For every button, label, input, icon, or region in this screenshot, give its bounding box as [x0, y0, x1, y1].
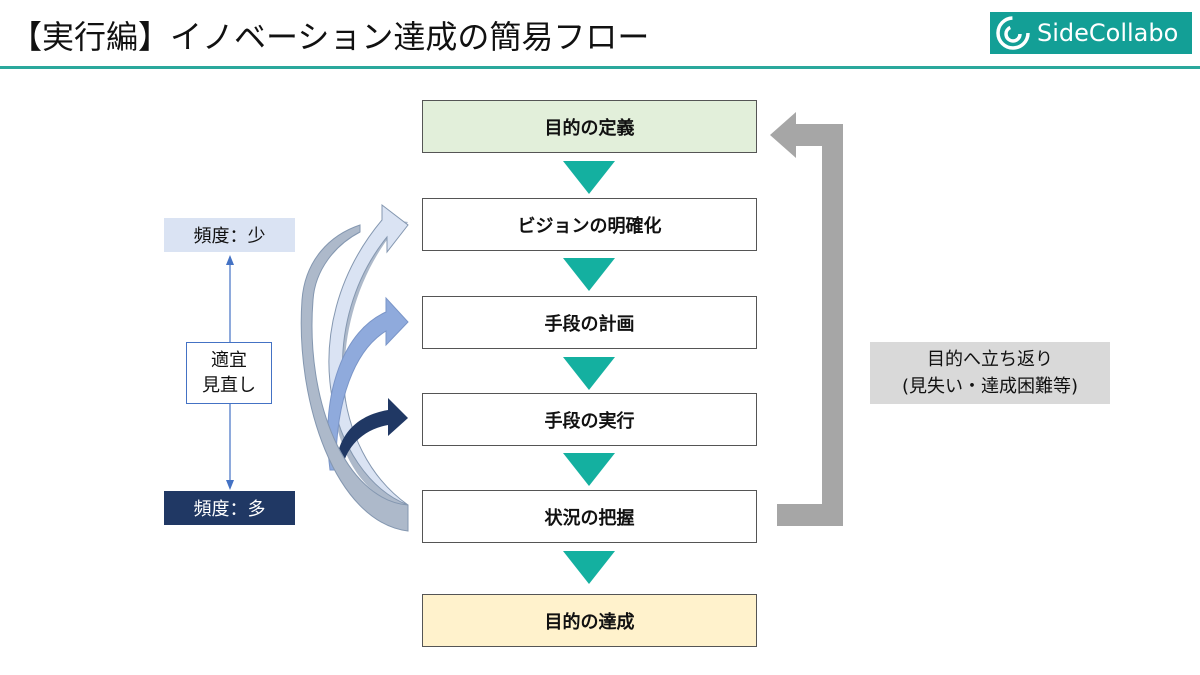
step-clarify-vision: ビジョンの明確化: [422, 198, 757, 251]
review-line-2: 見直し: [202, 375, 256, 396]
logo-mark-icon: [996, 16, 1030, 50]
review-box: 適宜 見直し: [186, 342, 272, 404]
page-title: 【実行編】イノベーション達成の簡易フロー: [10, 18, 650, 56]
curved-arrow-to-plan: [327, 296, 409, 471]
step-achieve-purpose: 目的の達成: [422, 594, 757, 647]
step-execute-means: 手段の実行: [422, 393, 757, 446]
header-divider: [0, 66, 1200, 69]
frequency-axis-up-arrow: [226, 255, 234, 265]
step-define-purpose: 目的の定義: [422, 100, 757, 153]
frequency-high-label: 頻度：多: [164, 491, 295, 525]
step-grasp-situation: 状況の把握: [422, 490, 757, 543]
down-arrow-3: [563, 357, 615, 390]
return-note-line-1: 目的へ立ち返り: [927, 349, 1053, 370]
review-line-1: 適宜: [211, 350, 247, 371]
logo-text: SideCollabo: [1037, 19, 1179, 47]
curved-arrow-base: [300, 224, 409, 532]
curved-arrow-to-execute: [336, 398, 408, 470]
return-loop-arrow: [770, 112, 843, 526]
step-plan-means: 手段の計画: [422, 296, 757, 349]
frequency-axis-down-arrow: [226, 480, 234, 490]
brand-logo: SideCollabo: [990, 12, 1192, 54]
return-note-line-2: (見失い・達成困難等): [901, 376, 1079, 397]
frequency-low-label: 頻度：少: [164, 218, 295, 252]
down-arrow-4: [563, 453, 615, 486]
down-arrow-1: [563, 161, 615, 194]
return-note: 目的へ立ち返り (見失い・達成困難等): [870, 342, 1110, 404]
down-arrow-5: [563, 551, 615, 584]
down-arrow-2: [563, 258, 615, 291]
